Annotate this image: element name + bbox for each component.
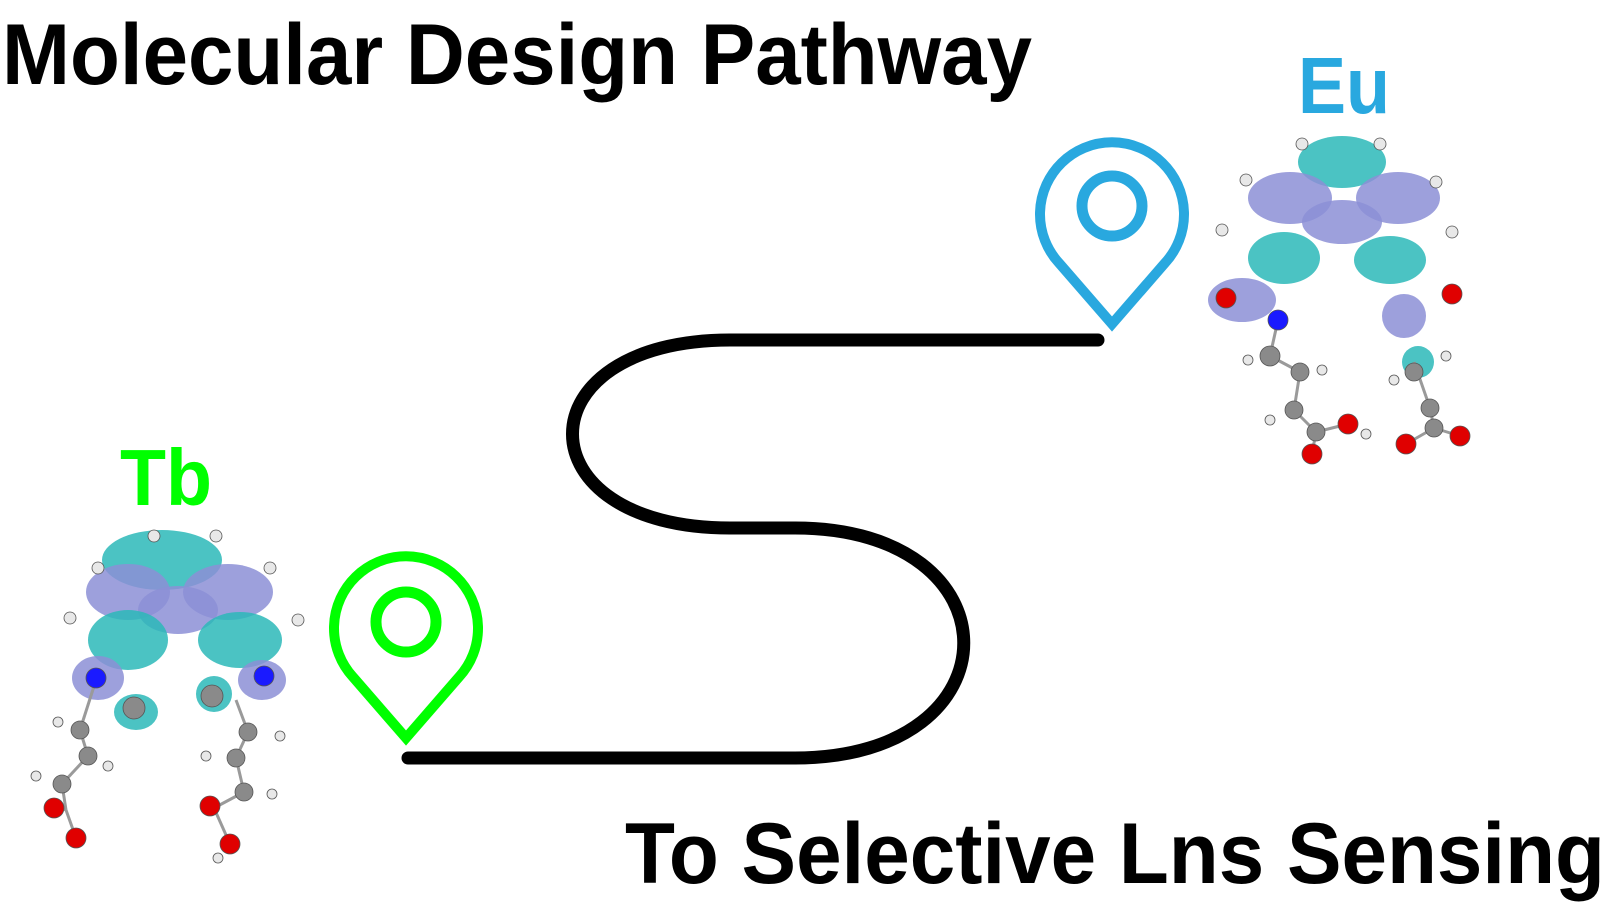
eu-molecule-illustration [1208, 136, 1471, 465]
pathway-line [401, 333, 1105, 765]
eu-map-pin-icon [1035, 137, 1189, 332]
eu-label: Eu [1298, 41, 1390, 130]
diagram-title: Molecular Design Pathway [2, 7, 1032, 103]
tb-molecule-illustration [30, 529, 305, 864]
diagram-subtitle: To Selective Lns Sensing [625, 806, 1605, 902]
tb-map-pin-icon [329, 551, 483, 746]
tb-label: Tb [120, 433, 212, 522]
